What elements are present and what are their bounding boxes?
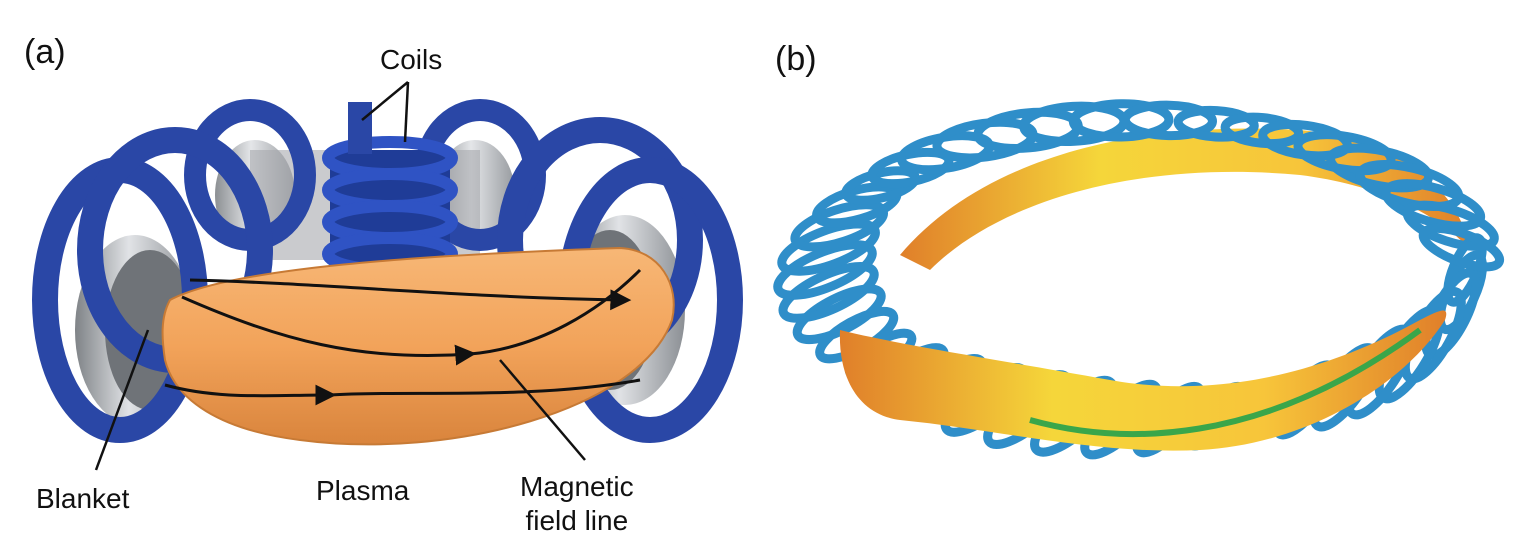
magnetic-field-line-label: Magnetic field line [520,470,634,538]
stellarator-plasma-front [839,310,1447,451]
stellarator-coil-loop [1418,223,1505,272]
stellarator-coil-loop [1326,143,1434,193]
panel-b-label: (b) [775,40,817,78]
stellarator-coil-loop [1068,99,1174,142]
magnetic-field-lines [164,268,642,406]
panel-a-label: (a) [24,33,66,71]
stellarator-coil-loop [1402,200,1499,251]
stellarator-coil-loop [1220,112,1304,149]
stellarator-coil-loop [792,284,886,345]
stellarator-coil-loop [1120,100,1217,141]
stellarator-coil-loop [778,262,879,323]
magnetic-field-line-label-line1: Magnetic [520,471,634,502]
blanket-label: Blanket [36,483,130,514]
annotation-leaders [94,81,586,471]
magnetic-field-line-label-line2: field line [525,505,629,536]
stellarator-plasma-edge [1029,327,1422,437]
stellarator-illustration [773,99,1505,460]
coils-label: Coils [380,44,443,75]
stellarator-coil-loop [1173,105,1259,142]
tokamak-illustration [32,81,743,471]
stellarator-coil-loop [773,240,877,300]
plasma-label: Plasma [316,475,410,506]
